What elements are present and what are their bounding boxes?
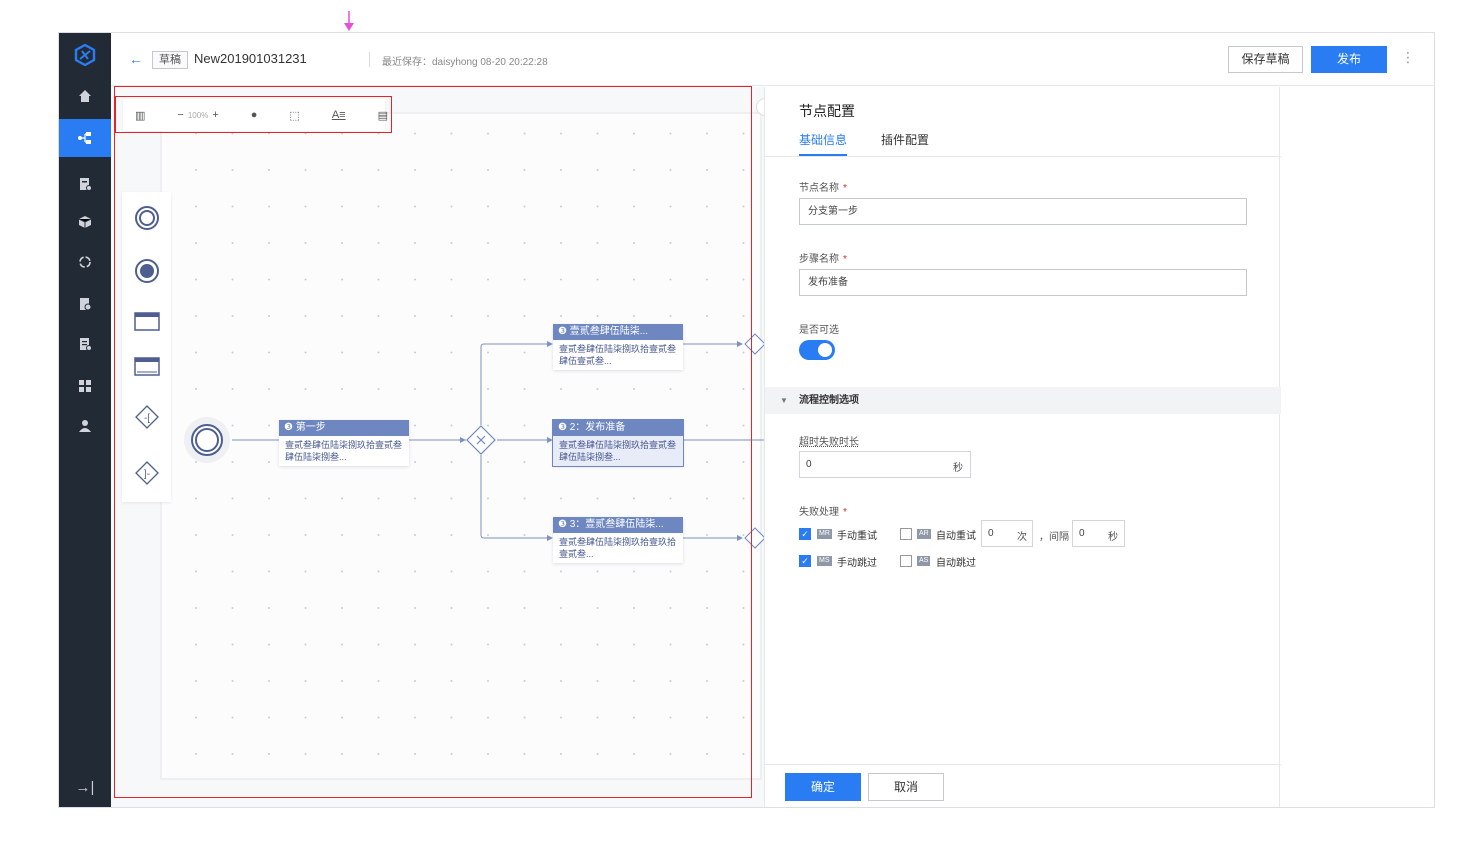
node-name-label: 节点名称* [799,183,847,194]
node-title: ❸ 第一步 [279,420,409,436]
side-nav: →| [59,33,111,807]
panel-tabs: 基础信息 插件配置 [765,127,1281,157]
branch-node-2[interactable]: ❸ 2：发布准备 壹贰叁肆伍陆柒捌玖拾壹贰叁肆伍陆柒捌叁... [552,419,684,467]
zoom-in-button[interactable]: + [212,109,219,121]
task-tool-icon[interactable] [134,312,160,331]
converge-gateway-tool-icon[interactable]: ]- [135,461,159,485]
auto-skip-label: 自动跳过 [936,558,976,569]
step-name-label: 步骤名称* [799,254,847,265]
subprocess-tool-icon[interactable] [134,357,160,376]
auto-retry-checkbox[interactable] [900,528,912,540]
panel-title: 节点配置 [799,103,855,119]
timeout-input[interactable]: 0 [799,451,971,478]
ar-chip: AR [917,529,931,539]
start-event-icon[interactable] [184,417,230,463]
gateway-icon[interactable] [466,425,496,455]
interval-label: ，间隔 [1039,532,1069,543]
nav-home-icon[interactable] [59,77,111,115]
node-body: 壹贰叁肆伍陆柒捌玖拾壹玖拾壹贰叁... [559,537,677,559]
keyboard-icon[interactable]: ▤ [377,109,388,122]
manual-retry-checkbox[interactable]: ✓ [799,528,811,540]
auto-skip-checkbox[interactable] [900,555,912,567]
node-title: ❸ 壹贰叁肆伍陆柒... [553,324,683,340]
node-body: 壹贰叁肆伍陆柒捌玖拾壹贰叁肆伍陆柒捌叁... [285,440,403,462]
svg-text:-[: -[ [144,413,150,424]
zoom-out-button[interactable]: − [177,109,184,121]
annotation-arrow-icon [344,11,354,31]
retry-count-input[interactable]: 0 [981,520,1033,547]
nav-apps-icon[interactable] [59,367,111,405]
parallel-gateway-tool-icon[interactable]: -[ [135,405,159,429]
caret-down-icon: ▼ [780,396,788,405]
svg-text:]-: ]- [144,469,150,480]
timeout-unit: 秒 [953,463,963,474]
save-draft-button[interactable]: 保存草稿 [1228,46,1303,73]
optional-label: 是否可选 [799,325,839,336]
nav-user-icon[interactable] [59,407,111,445]
manual-retry-label: 手动重试 [837,531,877,542]
as-chip: AS [917,556,931,566]
retry-interval-input[interactable]: 0 [1072,520,1125,547]
nav-records-icon[interactable] [59,165,111,203]
canvas-toolbar: ▥ − 100% + ● ⬚ A≡ ▤ [123,99,388,131]
publish-button[interactable]: 发布 [1311,46,1387,73]
page-header: ← 草稿 New201901031231 最近保存：daisyhong 08-2… [111,33,1434,86]
nav-user-doc-icon[interactable] [59,285,111,323]
node-name-input[interactable]: 分支第一步 [799,198,1247,225]
tab-plugin-config[interactable]: 插件配置 [881,133,930,147]
node-title: ❸ 3：壹贰叁肆伍陆柒... [553,517,683,533]
tab-basic-info[interactable]: 基础信息 [799,131,848,156]
nav-report-icon[interactable] [59,325,111,363]
node-title: ❸ 2：发布准备 [553,420,683,436]
logo-icon[interactable] [59,33,111,77]
divider [369,52,370,67]
node-config-panel: 节点配置 基础信息 插件配置 节点名称* 分支第一步 步骤名称* 发布准备 是否… [764,87,1281,807]
end-event-tool-icon[interactable] [135,259,159,283]
timeout-label: 超时失败时长 [799,437,859,448]
node-body: 壹贰叁肆伍陆柒捌玖拾壹贰叁肆伍陆柒捌叁... [553,436,683,466]
page-title: New201901031231 [194,51,307,66]
step-node[interactable]: ❸ 第一步 壹贰叁肆伍陆柒捌玖拾壹贰叁肆伍陆柒捌叁... [279,420,409,466]
shape-palette: -[ ]- [122,192,171,502]
failure-label: 失败处理* [799,507,847,518]
auto-retry-label: 自动重试 [936,531,976,542]
last-saved-text: 最近保存：daisyhong 08-20 20:22:28 [382,57,548,68]
select-icon[interactable]: ⬚ [289,109,300,122]
app-window: →| ← 草稿 New201901031231 最近保存：daisyhong 0… [58,32,1435,808]
nav-collapse-icon[interactable]: →| [75,779,95,796]
nav-package-icon[interactable] [59,203,111,241]
step-name-input[interactable]: 发布准备 [799,269,1247,296]
retry-interval-unit: 秒 [1108,532,1118,543]
more-vertical-icon[interactable]: ⋮ [1401,49,1415,65]
cancel-button[interactable]: 取消 [868,773,944,801]
ms-chip: MS [817,556,832,566]
branch-node-1[interactable]: ❸ 壹贰叁肆伍陆柒... 壹贰叁肆伍陆柒捌玖拾壹贰叁肆伍壹贰叁... [553,324,683,370]
manual-skip-checkbox[interactable]: ✓ [799,555,811,567]
text-format-icon[interactable]: A≡ [331,109,346,121]
node-body: 壹贰叁肆伍陆柒捌玖拾壹贰叁肆伍壹贰叁... [559,344,677,366]
flow-canvas[interactable]: ▥ − 100% + ● ⬚ A≡ ▤ -[ ]- [111,87,764,807]
optional-toggle[interactable] [799,340,835,360]
nav-flow-icon[interactable] [59,119,111,157]
globe-icon[interactable]: ● [250,109,258,121]
flow-control-section[interactable]: ▼ 流程控制选项 [765,387,1281,414]
nav-cycle-icon[interactable] [59,243,111,281]
zoom-level: 100% [187,110,209,120]
panel-footer: 确定 取消 [765,764,1281,807]
status-badge: 草稿 [152,51,188,69]
manual-skip-label: 手动跳过 [837,558,877,569]
back-arrow-icon[interactable]: ← [129,51,143,67]
start-event-tool-icon[interactable] [135,206,159,230]
mr-chip: MR [817,529,832,539]
retry-count-unit: 次 [1017,532,1027,543]
map-icon[interactable]: ▥ [135,109,146,122]
confirm-button[interactable]: 确定 [785,773,861,801]
branch-node-3[interactable]: ❸ 3：壹贰叁肆伍陆柒... 壹贰叁肆伍陆柒捌玖拾壹玖拾壹贰叁... [553,517,683,563]
